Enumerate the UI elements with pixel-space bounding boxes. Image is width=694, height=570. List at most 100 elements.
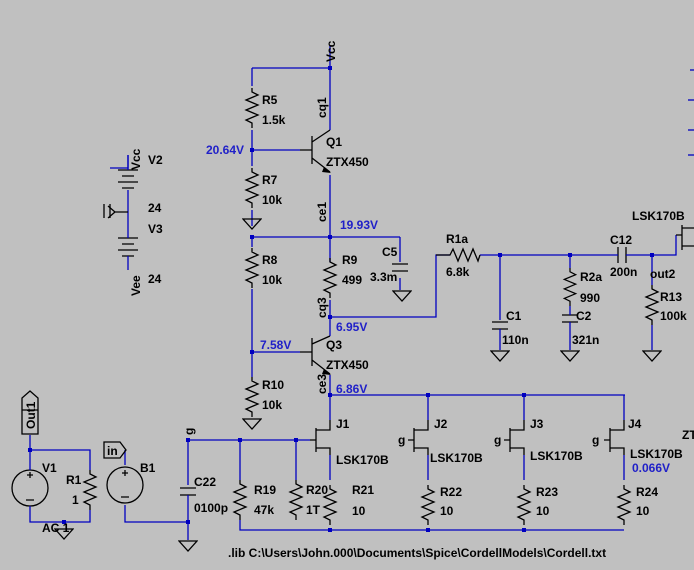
label-cq1: cq1 <box>315 97 329 118</box>
capacitor-c1[interactable] <box>492 321 508 350</box>
label-lsk-top: LSK170B <box>632 209 685 223</box>
label-r21: R21 <box>352 483 374 497</box>
resistor-r5[interactable] <box>245 88 259 128</box>
label-r1a: R1a <box>446 232 468 246</box>
label-r1a-value: 6.8k <box>446 265 470 279</box>
net-flag-out1[interactable] <box>21 390 39 435</box>
label-r7-value: 10k <box>262 193 282 207</box>
resistor-r9[interactable] <box>323 258 337 298</box>
label-q3: Q3 <box>326 338 342 352</box>
transistor-q1[interactable] <box>300 129 331 173</box>
jfet-j1[interactable] <box>310 420 331 455</box>
jfet-j3[interactable] <box>504 420 525 455</box>
label-r8-value: 10k <box>262 273 282 287</box>
label-r19-value: 47k <box>254 503 274 517</box>
ground-symbols <box>54 204 662 552</box>
resistor-r7[interactable] <box>245 168 259 208</box>
label-v3-value: 24 <box>148 272 162 286</box>
jfet-j2[interactable] <box>408 420 429 455</box>
label-c5: C5 <box>382 245 398 259</box>
label-c12: C12 <box>610 233 632 247</box>
label-out2: out2 <box>650 267 676 281</box>
voltage-node-3: 6.95V <box>336 320 367 334</box>
label-c1-value: 110n <box>502 333 529 347</box>
label-c22-value: 0100p <box>194 501 228 515</box>
label-c1: C1 <box>506 309 522 323</box>
label-j4-g: g <box>592 433 599 447</box>
label-r7: R7 <box>262 173 278 187</box>
label-b1: B1 <box>140 461 156 475</box>
capacitor-c12[interactable] <box>614 247 632 263</box>
label-ce3: ce3 <box>315 374 329 394</box>
battery-v2[interactable] <box>118 155 138 189</box>
spice-directive[interactable]: .lib C:\Users\John.000\Documents\Spice\C… <box>228 546 606 560</box>
label-j3-g: g <box>494 433 501 447</box>
label-r1-value: 1 <box>72 493 79 507</box>
label-in: in <box>107 444 118 458</box>
label-ac: AC 1 <box>42 521 70 535</box>
label-r1: R1 <box>66 473 82 487</box>
label-v2-value: 24 <box>148 201 162 215</box>
label-vee: Vee <box>129 275 143 296</box>
label-j4-type: LSK170B <box>630 447 683 461</box>
jfet-top[interactable] <box>676 225 694 250</box>
voltage-node-4: 7.58V <box>260 338 291 352</box>
label-j3-type: LSK170B <box>530 449 583 463</box>
label-vcc-v2: Vcc <box>129 148 143 170</box>
resistor-r8[interactable] <box>245 248 259 288</box>
resistor-r20[interactable] <box>289 480 303 520</box>
source-b1[interactable] <box>106 466 144 504</box>
resistor-r24[interactable] <box>617 484 631 526</box>
resistor-r2a[interactable] <box>563 268 577 306</box>
label-r24-value: 10 <box>636 504 650 518</box>
label-r22: R22 <box>440 485 462 499</box>
label-r2a: R2a <box>580 270 602 284</box>
net-flag-in[interactable] <box>103 441 127 459</box>
label-j1-type: LSK170B <box>336 453 389 467</box>
wires <box>29 46 694 540</box>
label-c2-value: 321n <box>572 333 599 347</box>
transistor-q3[interactable] <box>300 335 331 375</box>
label-r13-value: 100k <box>660 309 687 323</box>
label-r2a-value: 990 <box>580 291 600 305</box>
source-v1[interactable] <box>11 460 49 510</box>
label-c5-value: 3.3m <box>370 270 397 284</box>
label-r10: R10 <box>262 378 284 392</box>
resistor-r19[interactable] <box>233 480 247 520</box>
resistor-r1[interactable] <box>83 470 97 510</box>
capacitor-c5[interactable] <box>392 263 408 272</box>
voltage-node-1: 20.64V <box>206 143 244 157</box>
resistor-r22[interactable] <box>421 484 435 526</box>
label-j1: J1 <box>336 417 350 431</box>
label-g-net: g <box>182 428 196 435</box>
label-j3: J3 <box>530 417 544 431</box>
label-c2: C2 <box>576 309 592 323</box>
label-r23: R23 <box>536 485 558 499</box>
jfet-j4[interactable] <box>604 420 625 455</box>
resistor-r13[interactable] <box>645 285 659 325</box>
label-ce1: ce1 <box>315 202 329 222</box>
label-r10-value: 10k <box>262 398 282 412</box>
label-j4: J4 <box>628 417 642 431</box>
label-cq3: cq3 <box>315 297 329 318</box>
label-r9: R9 <box>342 253 358 267</box>
resistor-r1a[interactable] <box>436 247 481 263</box>
label-r20: R20 <box>306 483 328 497</box>
label-r5-value: 1.5k <box>262 113 286 127</box>
label-q3-type: ZTX450 <box>326 358 369 372</box>
label-c22: C22 <box>194 475 216 489</box>
label-vcc-top: Vcc <box>324 40 338 62</box>
voltage-node-2: 19.93V <box>340 218 378 232</box>
capacitor-c22[interactable] <box>180 487 196 505</box>
battery-v3[interactable] <box>118 230 138 270</box>
junctions <box>28 66 654 532</box>
resistor-r10[interactable] <box>245 377 259 417</box>
resistor-r23[interactable] <box>517 484 531 526</box>
voltage-node-6: 0.066V <box>632 461 670 475</box>
capacitor-c2[interactable] <box>562 306 578 350</box>
label-out1: Out1 <box>24 401 38 429</box>
label-c12-value: 200n <box>610 265 637 279</box>
voltage-node-5: 6.86V <box>336 382 367 396</box>
label-r22-value: 10 <box>440 504 454 518</box>
